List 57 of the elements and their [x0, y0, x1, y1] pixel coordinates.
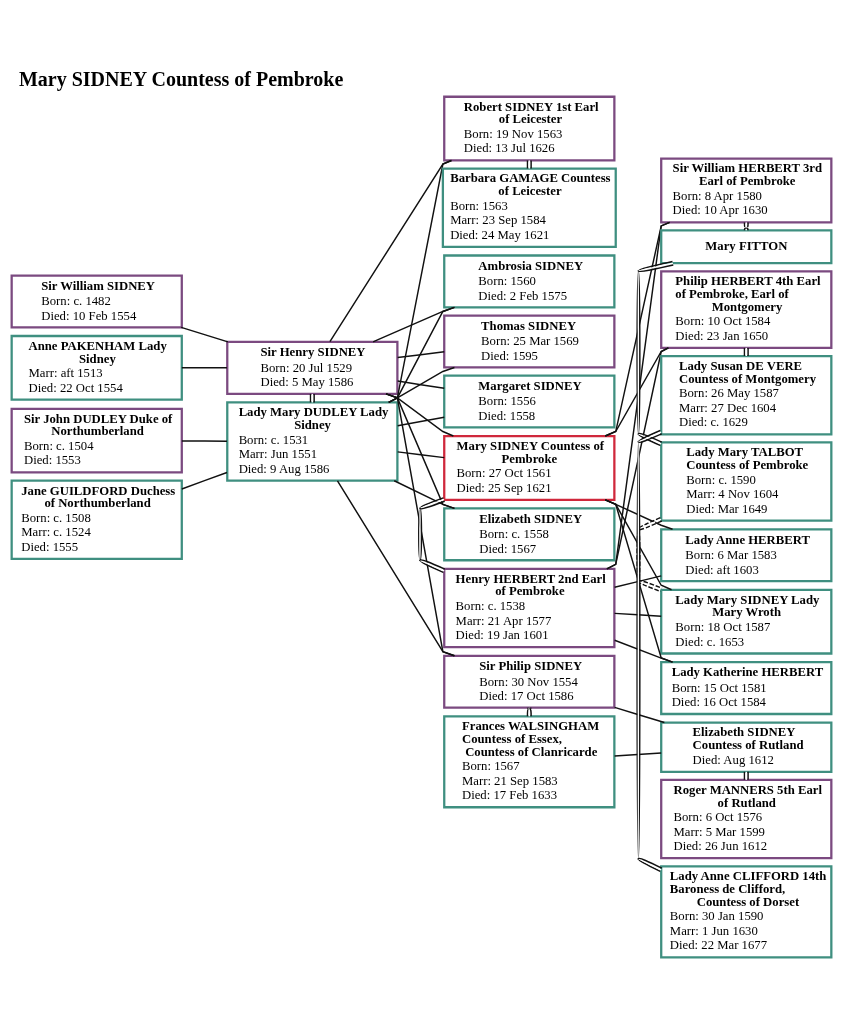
connector: [180, 326, 229, 343]
node-box: Thomas SIDNEY Born: 25 Mar 1569 Died: 1595: [443, 313, 616, 369]
connector: [606, 346, 670, 570]
node-box: Jane GUILDFORD Duchess of Northumberland Born: c. 1508 Marr: c. 1524 Died: 1555: [10, 479, 183, 560]
node-box: Lady Mary SIDNEY Lady Mary Wroth Born: 18 Oct 1587 Died: c. 1653: [660, 588, 833, 655]
connector: [385, 392, 455, 437]
connector: [181, 366, 228, 369]
node-box: Sir William SIDNEY Born: c. 1482 Died: 10 Feb 1554: [10, 273, 183, 328]
connector: [604, 498, 674, 530]
connector: [393, 479, 456, 509]
connector: [613, 751, 662, 757]
connector: [396, 450, 445, 458]
node-box: Lady Katherine HERBERT Born: 15 Oct 1581 Died: 16 Oct 1584: [660, 660, 833, 715]
node-box: Sir John DUDLEY Duke of Northumberland Born: c. 1504 Died: 1553: [10, 407, 183, 474]
node-box: Sir William HERBERT 3rd Earl of Pembroke Born: 8 Apr 1580 Died: 10 Apr 1630: [660, 156, 833, 223]
connector: [613, 574, 662, 588]
node-box: Lady Anne HERBERT Born: 6 Mar 1583 Died: aft 1603: [660, 527, 833, 582]
node-box: Sir Henry SIDNEY Born: 20 Jul 1529 Died: 5 May 1586: [226, 340, 399, 395]
node-box: Lady Susan DE VERE Countess of Montgomery Born: 26 May 1587 Marr: 27 Dec 1604 Died: c. 1629: [660, 354, 833, 435]
node-box: Philip HERBERT 4th Earl of Pembroke, Earl of Montgomery Born: 10 Oct 1584 Died: 23 Jan 1650: [660, 269, 833, 349]
connector: [613, 612, 662, 617]
connector: [396, 379, 445, 389]
connector: [636, 429, 663, 872]
connector: [396, 350, 445, 358]
node-box: Sir Philip SIDNEY Born: 30 Nov 1554 Died: 17 Oct 1586: [443, 654, 616, 709]
connector: [606, 221, 671, 570]
connector: [418, 496, 446, 573]
node-box: Frances WALSINGHAM Countess of Essex, Countess of Clanricarde Born: 1567 Marr: 21 Sep 1583 Died: 17 Feb 1633: [443, 714, 616, 808]
connector: [385, 392, 456, 509]
node-box: Lady Anne CLIFFORD 14th Baroness de Clifford, Countess of Dorset Born: 30 Jan 1590 Marr: 1 Jun 1630 Died: 22 Mar 1677: [660, 864, 833, 958]
node-box: Lady Mary TALBOT Countess of Pembroke Born: c. 1590 Marr: 4 Nov 1604 Died: Mar 1649: [660, 440, 833, 522]
connector: [604, 498, 674, 663]
connector: [181, 471, 228, 490]
node-box: Mary SIDNEY Countess of Pembroke Born: 27 Oct 1561 Died: 25 Sep 1621: [443, 434, 616, 501]
node-box: Elizabeth SIDNEY Born: c. 1558 Died: 1567: [443, 506, 616, 561]
node-box: Elizabeth SIDNEY Countess of Rutland Died: Aug 1612: [660, 721, 833, 773]
connector: [604, 498, 673, 590]
connector: [636, 260, 674, 446]
node-box: Roger MANNERS 5th Earl of Rutland Born: 6 Oct 1576 Marr: 5 Mar 1599 Died: 26 Jun 1612: [660, 778, 833, 859]
node-box: Barbara GAMAGE Countess of Leicester Born: 1563 Marr: 23 Sep 1584 Died: 24 May 1621: [441, 167, 617, 248]
connector: [743, 221, 749, 231]
connector: [336, 479, 456, 656]
connector: [387, 306, 456, 403]
connector: [396, 415, 445, 427]
node-box: Robert SIDNEY 1st Earl of Leicester Born: 19 Nov 1563 Died: 13 Jul 1626: [443, 95, 616, 162]
connector: [613, 706, 666, 723]
node-box: Mary FITTON: [660, 228, 833, 264]
connector: [181, 439, 228, 442]
connector: [387, 366, 456, 403]
node-box: Ambrosia SIDNEY Born: 1560 Died: 2 Feb 1575: [443, 253, 616, 308]
node-box: Henry HERBERT 2nd Earl of Pembroke Born: c. 1538 Marr: 21 Apr 1577 Died: 19 Jan 1601: [443, 567, 616, 648]
connector: [636, 516, 663, 592]
node-box: Margaret SIDNEY Born: 1556 Died: 1558: [443, 373, 616, 429]
node-box: Anne PAKENHAM Lady Sidney Marr: aft 1513 Died: 22 Oct 1554: [10, 334, 183, 401]
node-box: Lady Mary DUDLEY Lady Sidney Born: c. 1531 Marr: Jun 1551 Died: 9 Aug 1586: [226, 400, 399, 482]
connector: [613, 639, 674, 663]
diagram-title: Mary SIDNEY Countess of Pembroke: [18, 67, 344, 90]
